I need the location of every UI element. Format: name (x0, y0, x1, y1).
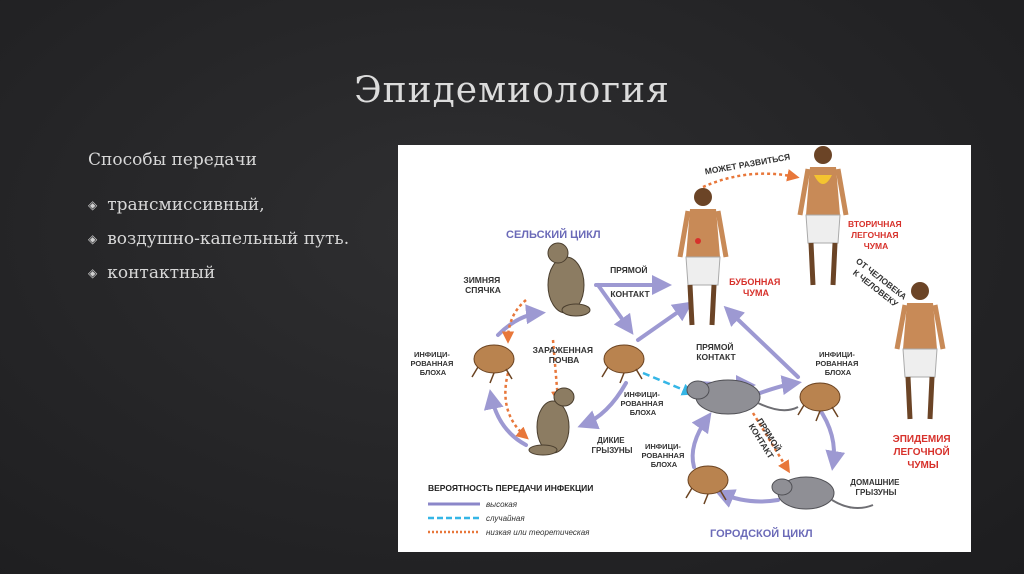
direct-contact-diagonal-label: ПРЯМОЙ КОНТАКТ (747, 416, 786, 461)
bullet-text: трансмиссивный, (107, 195, 265, 215)
bullet-list: ◈ трансмиссивный, ◈ воздушно-капельный пут… (88, 188, 349, 290)
pneumonic-epidemic-label: ЭПИДЕМИЯ ЛЕГОЧНОЙ ЧУМЫ (893, 434, 954, 471)
direct-contact-mid-label: ПРЯМОЙ КОНТАКТ (696, 341, 736, 362)
bullet-item: ◈ воздушно-капельный путь. (88, 222, 349, 256)
legend-item-high: высокая (486, 500, 518, 509)
infected-flea-right-label: ИНФИЦИ- РОВАННАЯ БЛОХА (816, 350, 861, 377)
primary-arrows (483, 275, 846, 508)
bullet-text: контактный (107, 263, 216, 283)
infected-flea-left-label: ИНФИЦИ- РОВАННАЯ БЛОХА (411, 350, 456, 377)
rat-icon-bottom (771, 476, 874, 510)
flea-icon-bottom (685, 465, 729, 505)
diamond-bullet-icon: ◈ (88, 232, 98, 246)
diamond-bullet-icon: ◈ (88, 266, 98, 280)
bullet-item: ◈ трансмиссивный, (88, 188, 349, 222)
secondary-pneumonic-label: ВТОРИЧНАЯ ЛЕГОЧНАЯ ЧУМА (848, 219, 904, 251)
bullet-item: ◈ контактный (88, 256, 349, 290)
slide-title: Эпидемиология (354, 70, 670, 111)
legend-item-accidental: случайная (486, 514, 525, 523)
legend-title: ВЕРОЯТНОСТЬ ПЕРЕДАЧИ ИНФЕКЦИИ (428, 483, 593, 493)
direct-contact-top-label: ПРЯМОЙ КОНТАКТ (610, 264, 650, 299)
urban-cycle-label: ГОРОДСКОЙ ЦИКЛ (710, 527, 813, 540)
plague-transmission-diagram: СЕЛЬСКИЙ ЦИКЛ ГОРОДСКОЙ ЦИКЛ ЗИМНЯЯ СПЯЧ… (398, 145, 971, 552)
wild-rodent-icon (528, 387, 575, 456)
infected-flea-mid-label: ИНФИЦИ- РОВАННАЯ БЛОХА (621, 390, 666, 417)
legend-item-low: низкая или теоретическая (486, 528, 590, 537)
diamond-bullet-icon: ◈ (88, 198, 98, 212)
person-epidemic-icon (894, 282, 946, 420)
may-develop-label: МОЖЕТ РАЗВИТЬСЯ (704, 152, 791, 177)
rural-cycle-label: СЕЛЬСКИЙ ЦИКЛ (506, 228, 601, 241)
bubonic-plague-label: БУБОННАЯ ЧУМА (729, 277, 783, 298)
flea-icon-right (797, 382, 841, 422)
legend: ВЕРОЯТНОСТЬ ПЕРЕДАЧИ ИНФЕКЦИИ высокая сл… (428, 483, 593, 537)
rat-icon-center (686, 379, 799, 415)
slide-subtitle: Способы передачи (88, 150, 258, 170)
wild-rodents-label: ДИКИЕ ГРЫЗУНЫ (592, 436, 633, 455)
accidental-arrow (642, 371, 695, 396)
person-to-person-label: ОТ ЧЕЛОВЕКА К ЧЕЛОВЕКУ (847, 256, 910, 312)
ground-squirrel-icon (547, 242, 591, 317)
person-secondary-pneumonic-icon (797, 146, 849, 286)
flea-icon-mid (601, 344, 645, 384)
infected-flea-bottom-label: ИНФИЦИ- РОВАННАЯ БЛОХА (642, 442, 687, 469)
infected-soil-label: ЗАРАЖЕННАЯ ПОЧВА (533, 345, 596, 365)
flea-icon-left (471, 344, 515, 384)
hibernation-label: ЗИМНЯЯ СПЯЧКА (463, 275, 502, 295)
domestic-rodents-label: ДОМАШНИЕ ГРЫЗУНЫ (850, 478, 902, 497)
bullet-text: воздушно-капельный путь. (107, 229, 350, 249)
person-bubonic-icon (677, 188, 729, 326)
